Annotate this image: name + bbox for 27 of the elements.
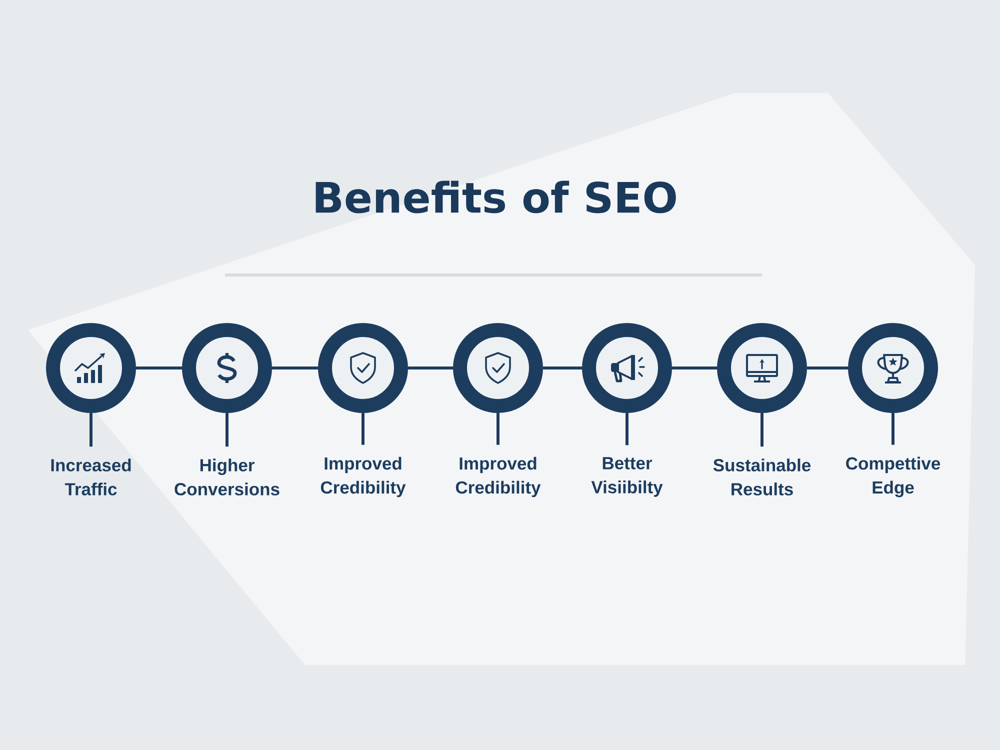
connector-line <box>672 366 717 370</box>
benefit-label: Sustainable Results <box>713 458 811 496</box>
icon-circle <box>582 323 672 413</box>
connector-line <box>543 366 582 370</box>
connector-line <box>362 413 364 445</box>
benefit-label: Compettive Edge <box>846 456 940 498</box>
icon-circle <box>848 323 938 413</box>
icon-circle <box>318 323 408 413</box>
connector-line <box>760 413 764 447</box>
benefit-label: Improved Credibility <box>320 456 406 498</box>
connector-line <box>496 413 500 445</box>
connector-line <box>626 413 628 446</box>
connector-line <box>892 413 895 445</box>
benefit-label: Increased Traffic <box>51 458 131 496</box>
connector-line <box>272 366 318 370</box>
icon-circle <box>46 323 136 413</box>
connector-line <box>807 366 848 370</box>
connector-line <box>136 366 182 370</box>
benefit-label: Improved Credibility <box>456 456 541 498</box>
benefit-label: Higher Conversions <box>174 458 280 496</box>
connector-line <box>90 413 92 447</box>
icon-circle <box>453 323 543 413</box>
icon-circle <box>182 323 272 413</box>
benefit-label: Better Visiibilty <box>591 457 663 497</box>
connector-line <box>226 413 228 447</box>
connector-line <box>408 366 453 370</box>
title: Benefits of SEO <box>316 180 676 214</box>
